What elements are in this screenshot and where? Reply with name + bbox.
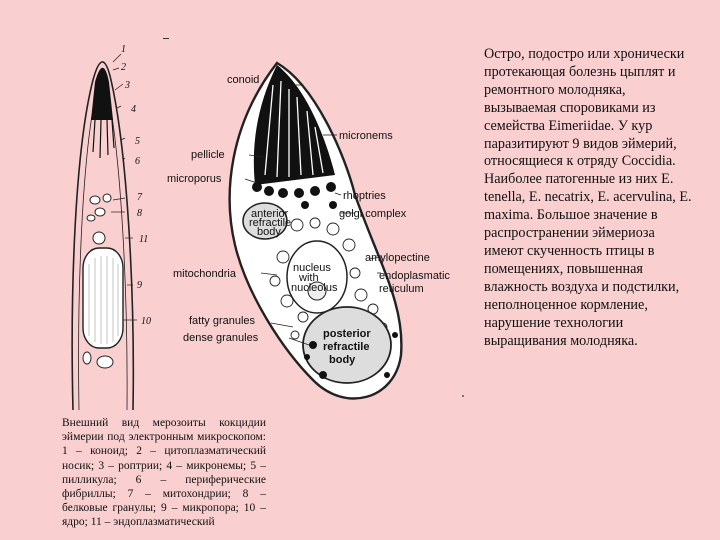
num-2: 2 bbox=[121, 62, 126, 73]
label-nucleus-line3: nucleolus bbox=[291, 282, 338, 294]
leader-lines bbox=[111, 53, 137, 321]
micronemes bbox=[92, 119, 115, 159]
num-5: 5 bbox=[135, 136, 140, 147]
num-4: 4 bbox=[131, 104, 136, 115]
dash-mark bbox=[163, 38, 169, 39]
label-posterior-line1: posterior bbox=[323, 328, 371, 340]
num-11: 11 bbox=[139, 234, 148, 245]
num-1: 1 bbox=[121, 44, 126, 55]
anterior-refractile-body bbox=[242, 202, 288, 240]
label-er-line1: endoplasmatic bbox=[379, 270, 450, 282]
label-posterior-line3: body bbox=[329, 354, 356, 366]
merozoite-labelled-drawing: anterior refractile body conoid micronem… bbox=[167, 61, 450, 400]
anterior-body-label-line2: refractile bbox=[249, 217, 291, 229]
body-paragraph: Остро, подостро или хронически протекающ… bbox=[484, 46, 692, 349]
num-8: 8 bbox=[137, 208, 142, 219]
num-7: 7 bbox=[137, 192, 143, 203]
num-9: 9 bbox=[137, 280, 142, 291]
posterior-refractile-body bbox=[302, 306, 392, 384]
num-6: 6 bbox=[135, 156, 140, 167]
label-rhoptries: rhoptries bbox=[343, 190, 386, 202]
labels: conoid micronems pellicle microporus rho… bbox=[167, 74, 450, 366]
label-conoid: conoid bbox=[227, 74, 259, 86]
conoid-tip bbox=[91, 67, 113, 120]
label-dense: dense granules bbox=[183, 332, 259, 344]
label-mitochondria: mitochondria bbox=[173, 268, 237, 280]
label-pellicle: pellicle bbox=[191, 149, 225, 161]
label-nucleus-line2: with bbox=[298, 272, 319, 284]
label-golgi: golgi complex bbox=[339, 208, 407, 220]
micronemes-stripes bbox=[264, 80, 324, 178]
dot-mark bbox=[462, 395, 464, 397]
label-fatty: fatty granules bbox=[189, 315, 256, 327]
figure-numbers: 1 2 3 4 5 6 7 8 11 9 10 bbox=[121, 44, 151, 327]
num-10: 10 bbox=[141, 316, 151, 327]
label-posterior-line2: refractile bbox=[323, 341, 369, 353]
label-leaders bbox=[244, 84, 382, 346]
merozoite-drawing: 1 2 3 4 5 6 7 8 11 9 10 bbox=[71, 44, 151, 410]
cytoplasm-vesicles bbox=[269, 217, 388, 340]
anterior-body-label-line1: anterior bbox=[251, 208, 289, 220]
num-3: 3 bbox=[124, 80, 130, 91]
dense-granules bbox=[304, 332, 398, 379]
label-amylopectine: amylopectine bbox=[365, 252, 430, 264]
nucleolus bbox=[307, 281, 327, 301]
rhoptries-dots bbox=[252, 182, 337, 209]
figure-caption: Внешний вид мерозоиты кокцидии эймерии п… bbox=[62, 417, 266, 529]
label-er-line2: reticulum bbox=[379, 283, 424, 295]
nucleus bbox=[286, 240, 348, 314]
nucleus-texture bbox=[88, 256, 119, 344]
apical-dark-region bbox=[253, 65, 335, 185]
granules bbox=[82, 193, 114, 369]
anterior-body-label-line3: body bbox=[257, 226, 281, 238]
label-nucleus-line1: nucleus bbox=[293, 262, 331, 274]
label-micronems: micronems bbox=[339, 130, 393, 142]
label-microporus: microporus bbox=[167, 173, 222, 185]
